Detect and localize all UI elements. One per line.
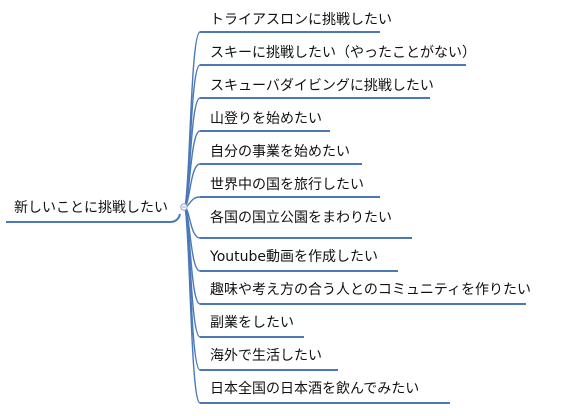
branch-label-5: 自分の事業を始めたい: [210, 144, 350, 160]
branch-label-12: 日本全国の日本酒を飲んでみたい: [210, 380, 419, 397]
branch-label-11: 海外で生活したい: [210, 348, 322, 364]
branch-node-2[interactable]: スキーに挑戦したい（やったことがない）: [200, 45, 476, 66]
branch-node-11[interactable]: 海外で生活したい: [200, 348, 338, 371]
branch-node-1[interactable]: トライアスロンに挑戦したい: [200, 12, 392, 33]
branch-node-3[interactable]: スキューバダイビングに挑戦したい: [200, 78, 434, 99]
branch-node-7[interactable]: 各国の国立公園をまわりたい: [200, 210, 412, 239]
branch-label-4: 山登りを始めたい: [210, 111, 322, 127]
branch-node-12[interactable]: 日本全国の日本酒を飲んでみたい: [200, 380, 450, 404]
branch-node-4[interactable]: 山登りを始めたい: [200, 111, 330, 132]
root-node[interactable]: 新しいことに挑戦したい: [6, 200, 181, 223]
branch-label-9: 趣味や考え方の合う人とのコミュニティを作りたい: [210, 282, 531, 298]
branch-label-3: スキューバダイビングに挑戦したい: [210, 78, 434, 94]
branch-label-6: 世界中の国を旅行したい: [210, 177, 364, 193]
branch-node-10[interactable]: 副業をしたい: [200, 315, 304, 338]
connectors: [183, 31, 201, 404]
branch-node-6[interactable]: 世界中の国を旅行したい: [200, 177, 380, 198]
branch-label-10: 副業をしたい: [210, 315, 294, 331]
root-node-label: 新しいことに挑戦したい: [14, 200, 168, 216]
branch-list: トライアスロンに挑戦したい スキーに挑戦したい（やったことがない） スキューバダ…: [200, 12, 531, 404]
branch-label-8: Youtube動画を作成したい: [209, 249, 378, 265]
branch-label-1: トライアスロンに挑戦したい: [210, 12, 392, 28]
connector-12: [183, 206, 201, 404]
branch-node-8[interactable]: Youtube動画を作成したい: [200, 249, 398, 272]
branch-label-2: スキーに挑戦したい（やったことがない）: [210, 45, 476, 61]
branch-label-7: 各国の国立公園をまわりたい: [210, 210, 392, 226]
branch-node-9[interactable]: 趣味や考え方の合う人とのコミュニティを作りたい: [200, 282, 531, 305]
collapse-toggle[interactable]: [180, 203, 188, 211]
root-underline: [6, 213, 181, 223]
branch-node-5[interactable]: 自分の事業を始めたい: [200, 144, 362, 165]
